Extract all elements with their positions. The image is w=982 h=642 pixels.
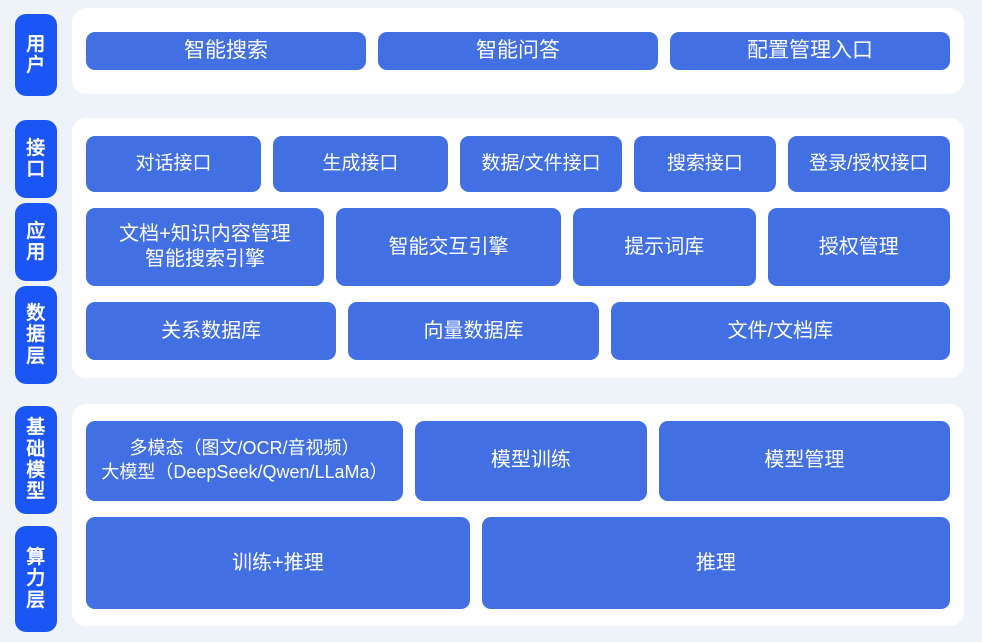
rail-tab-foundation-model[interactable]: 基 础 模 型: [15, 406, 57, 514]
rail-tab-compute-layer[interactable]: 算 力 层: [15, 526, 57, 632]
box-prompt-library[interactable]: 提示词库: [573, 208, 756, 286]
rail-tab-user-char-1: 户: [26, 55, 46, 76]
rail-tab-interface-char-0: 接: [26, 137, 46, 159]
box-dialog-api[interactable]: 对话接口: [86, 136, 261, 192]
rail-tab-data-layer-char-0: 数: [26, 303, 46, 325]
box-vector-database[interactable]: 向量数据库: [348, 302, 599, 360]
row-user-entries: 智能搜索 智能问答 配置管理入口: [86, 31, 950, 71]
row-data-stores: 关系数据库 向量数据库 文件/文档库: [86, 302, 950, 360]
box-smart-search[interactable]: 智能搜索: [86, 31, 366, 71]
box-smart-qa[interactable]: 智能问答: [378, 31, 658, 71]
rail-tab-compute-layer-char-1: 力: [26, 568, 46, 590]
rail-tab-foundation-model-char-0: 基: [26, 417, 46, 439]
row-application-modules: 文档+知识内容管理 智能搜索引擎 智能交互引擎 提示词库 授权管理: [86, 208, 950, 286]
box-generation-api[interactable]: 生成接口: [272, 136, 448, 192]
row-model-capabilities: 多模态（图文/OCR/音视频） 大模型（DeepSeek/Qwen/LLaMa）…: [86, 420, 950, 501]
box-authorization-management[interactable]: 授权管理: [767, 208, 950, 286]
rail-tab-application-char-1: 用: [26, 242, 46, 263]
rail-tab-interface-char-1: 口: [26, 159, 46, 180]
rail-tab-compute-layer-char-2: 层: [26, 589, 46, 611]
rail-tab-interface[interactable]: 接 口: [15, 120, 57, 198]
rail-user: 用 户: [0, 8, 72, 102]
rail-middle: 接 口 应 用 数 据 层: [0, 118, 72, 386]
box-inference[interactable]: 推理: [481, 517, 950, 610]
card-middle-layers: 对话接口 生成接口 数据/文件接口 搜索接口 登录/授权接口 文档+知识内容管理…: [72, 118, 964, 378]
rail-base: 基 础 模 型 算 力 层: [0, 404, 72, 634]
rail-tab-compute-layer-char-0: 算: [26, 547, 46, 569]
row-compute-resources: 训练+推理 推理: [86, 517, 950, 610]
rail-tab-application-char-0: 应: [26, 220, 46, 242]
box-model-training[interactable]: 模型训练: [414, 420, 647, 501]
section-user-layer: 用 户 智能搜索 智能问答 配置管理入口: [0, 8, 982, 102]
rail-tab-data-layer-char-1: 据: [26, 324, 46, 346]
rail-tab-foundation-model-char-2: 模: [26, 460, 46, 481]
box-login-auth-api[interactable]: 登录/授权接口: [787, 136, 950, 192]
box-document-knowledge-management[interactable]: 文档+知识内容管理 智能搜索引擎: [86, 208, 324, 286]
box-model-management[interactable]: 模型管理: [658, 420, 950, 501]
section-middle-layers: 接 口 应 用 数 据 层 对话接口 生成接口 数据/文件接口 搜索接口 登录/…: [0, 118, 982, 386]
box-smart-interaction-engine[interactable]: 智能交互引擎: [335, 208, 562, 286]
card-user-layer: 智能搜索 智能问答 配置管理入口: [72, 8, 964, 94]
box-multimodal-large-model[interactable]: 多模态（图文/OCR/音视频） 大模型（DeepSeek/Qwen/LLaMa）: [86, 420, 403, 501]
box-config-management-entry[interactable]: 配置管理入口: [670, 31, 950, 71]
rail-tab-foundation-model-char-3: 型: [26, 481, 46, 503]
row-interface-apis: 对话接口 生成接口 数据/文件接口 搜索接口 登录/授权接口: [86, 136, 950, 192]
box-data-file-api[interactable]: 数据/文件接口: [459, 136, 623, 192]
rail-tab-user-char-0: 用: [26, 33, 46, 55]
rail-tab-foundation-model-char-1: 础: [26, 438, 46, 460]
rail-tab-application[interactable]: 应 用: [15, 203, 57, 281]
box-relational-database[interactable]: 关系数据库: [86, 302, 337, 360]
rail-tab-data-layer[interactable]: 数 据 层: [15, 286, 57, 384]
box-search-api[interactable]: 搜索接口: [634, 136, 776, 192]
rail-tab-user[interactable]: 用 户: [15, 14, 57, 96]
section-base-layers: 基 础 模 型 算 力 层 多模态（图文/OCR/音视频） 大模型（DeepSe…: [0, 404, 982, 634]
box-training-and-inference[interactable]: 训练+推理: [86, 517, 470, 610]
rail-tab-data-layer-char-2: 层: [26, 345, 46, 367]
box-file-document-store[interactable]: 文件/文档库: [610, 302, 950, 360]
card-base-layers: 多模态（图文/OCR/音视频） 大模型（DeepSeek/Qwen/LLaMa）…: [72, 404, 964, 626]
